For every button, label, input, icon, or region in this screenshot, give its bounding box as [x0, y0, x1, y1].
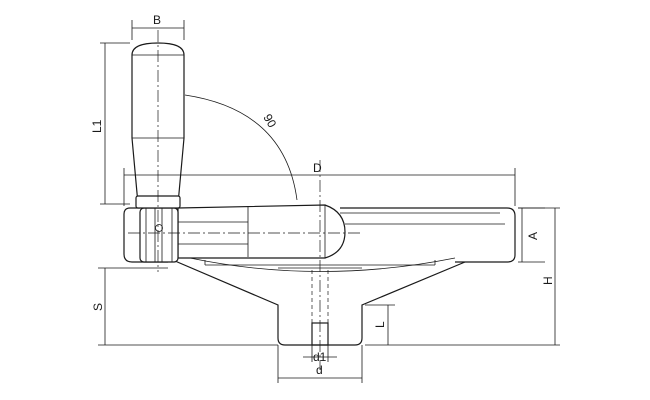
dim-A-label: A: [526, 232, 540, 240]
dim-D-extensions: [123, 168, 516, 206]
dim-d1-extensions: [311, 345, 329, 362]
dim-H-extensions: [365, 207, 560, 346]
dim-d1-label: d1: [313, 350, 327, 364]
hub-keyway: [311, 322, 329, 346]
dim-H-label: H: [541, 276, 555, 285]
dim-d-extensions: [277, 345, 363, 383]
wheel-rim-top-line: [340, 212, 505, 225]
angle-arc: [184, 94, 298, 201]
wheel-rim-right: [340, 207, 516, 263]
grip-body: [131, 42, 185, 205]
handle-pin-hole: [155, 224, 163, 232]
dim-L-label: L: [373, 321, 387, 328]
wheel-web-contour: [189, 257, 456, 272]
dim-D-label: D: [313, 161, 322, 175]
wheel-body-outline: [167, 257, 466, 346]
dim-B-label: B: [153, 13, 161, 27]
handle-pin-step: [178, 206, 249, 257]
hub-bore-hidden: [311, 270, 329, 323]
dim-S-label: S: [91, 303, 105, 311]
dim-d-label: d: [316, 363, 323, 377]
wheel-rim-left: [123, 207, 168, 263]
dim-L1-label: L1: [90, 119, 104, 133]
handle-collar-lines: [145, 208, 173, 262]
angle-label: 90: [260, 112, 279, 131]
dim-S-extensions: [98, 267, 278, 346]
dim-B-extensions: [131, 20, 185, 40]
handle-pin-body: [177, 204, 346, 259]
dim-L1-extensions: [100, 42, 130, 205]
